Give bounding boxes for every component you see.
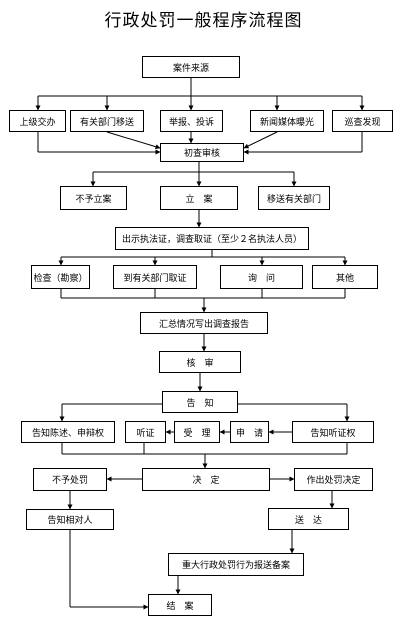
node-major-filing: 重大行政处罚行为报送备案 xyxy=(168,553,304,576)
node-report: 举报、投诉 xyxy=(160,110,223,132)
node-close: 结 案 xyxy=(148,594,212,616)
node-initial-review: 初查审核 xyxy=(160,143,244,162)
node-not-filed: 不予立案 xyxy=(60,186,127,210)
node-case-source: 案件来源 xyxy=(142,56,240,78)
node-inspect: 检查（勘察） xyxy=(31,265,90,289)
node-decision: 决 定 xyxy=(142,468,270,491)
node-transfer-dept: 移送有关部门 xyxy=(258,186,330,210)
page-title: 行政处罚一般程序流程图 xyxy=(104,11,303,31)
node-inquiry: 询 问 xyxy=(220,265,303,289)
node-hearing: 听证 xyxy=(125,421,166,443)
node-investigate: 出示执法证，调查取证（至少２名执法人员） xyxy=(115,227,309,250)
node-upper-assign: 上级交办 xyxy=(9,110,66,132)
node-no-penalty: 不予处罚 xyxy=(33,468,107,491)
node-notify: 告 知 xyxy=(162,391,238,413)
node-media: 新闻媒体曝光 xyxy=(250,110,324,132)
node-notify-hearing: 告知听证权 xyxy=(292,421,374,443)
node-accept: 受 理 xyxy=(174,421,220,443)
node-other: 其他 xyxy=(312,265,378,289)
node-deliver: 送 达 xyxy=(268,508,349,530)
node-summary: 汇总情况写出调查报告 xyxy=(140,312,268,334)
node-filed: 立 案 xyxy=(160,186,238,210)
node-notify-defense: 告知陈述、申辩权 xyxy=(21,421,115,443)
node-patrol: 巡查发现 xyxy=(332,110,393,132)
node-apply: 申 请 xyxy=(230,421,269,443)
node-notify-party: 告知相对人 xyxy=(26,509,114,530)
node-penalty-decision: 作出处罚决定 xyxy=(294,468,373,491)
node-audit: 核 审 xyxy=(159,351,241,373)
node-collect-evidence: 到有关部门取证 xyxy=(113,265,197,289)
node-dept-transfer: 有关部门移送 xyxy=(70,110,144,132)
